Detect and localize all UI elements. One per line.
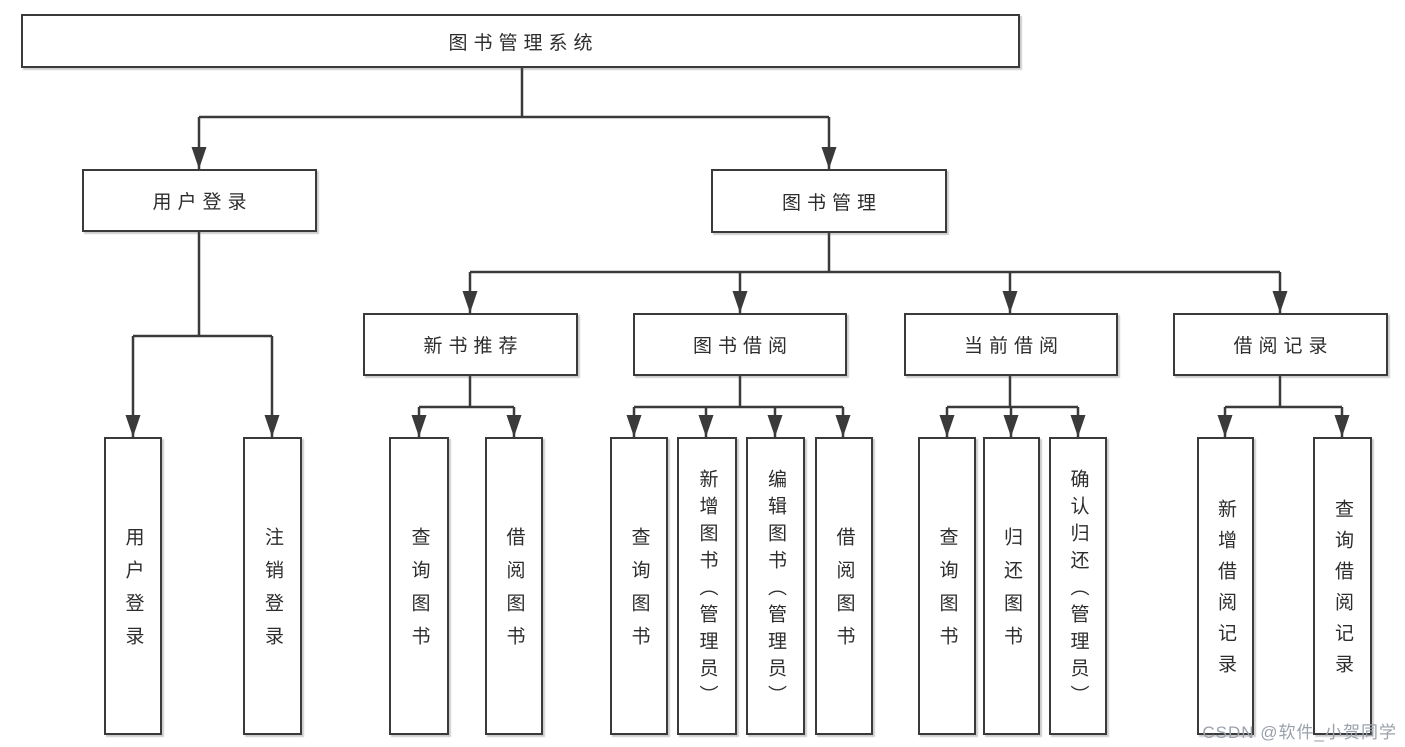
node-root-label: 图书管理系统 (448, 32, 599, 54)
leaf-user-login-label: 用户登录 (122, 527, 144, 659)
leaf-borrow-query-books-label: 查询图书 (628, 527, 650, 659)
node-new-book-recommend: 新书推荐 (363, 313, 578, 376)
node-new-book-recommend-label: 新书推荐 (423, 336, 524, 357)
leaf-borrow-books-label: 借阅图书 (833, 527, 855, 659)
node-borrow-records-label: 借阅记录 (1233, 336, 1334, 357)
leaf-add-books-admin: 新增图书（管理员） (677, 437, 737, 735)
node-book-management-branch-label: 图书管理 (781, 192, 882, 214)
leaf-confirm-return-admin: 确认归还（管理员） (1049, 437, 1107, 735)
leaf-add-books-admin-label: 新增图书（管理员） (696, 468, 718, 712)
leaf-edit-books-admin: 编辑图书（管理员） (746, 437, 805, 735)
node-book-borrow: 图书借阅 (633, 313, 847, 376)
leaf-edit-books-admin-label: 编辑图书（管理员） (765, 468, 786, 712)
node-current-borrow-label: 当前借阅 (963, 336, 1064, 357)
node-current-borrow: 当前借阅 (904, 313, 1118, 376)
leaf-return-books: 归还图书 (983, 437, 1040, 735)
leaf-logout: 注销登录 (243, 437, 302, 735)
leaf-recommend-query-books: 查询图书 (389, 437, 449, 735)
leaf-query-borrow-record-label: 查询借阅记录 (1332, 499, 1353, 685)
leaf-recommend-borrow-books: 借阅图书 (485, 437, 543, 735)
node-root: 图书管理系统 (21, 14, 1020, 68)
leaf-confirm-return-admin-label: 确认归还（管理员） (1067, 468, 1089, 712)
leaf-borrow-query-books: 查询图书 (610, 437, 668, 735)
leaf-recommend-query-books-label: 查询图书 (408, 527, 430, 659)
node-user-login-branch: 用户登录 (82, 169, 317, 232)
watermark: CSDN @软件_小贺同学 (1202, 723, 1397, 742)
leaf-add-borrow-record: 新增借阅记录 (1197, 437, 1254, 735)
leaf-current-query-books: 查询图书 (918, 437, 976, 735)
node-book-borrow-label: 图书借阅 (692, 336, 793, 357)
node-borrow-records: 借阅记录 (1173, 313, 1388, 376)
node-user-login-branch-label: 用户登录 (152, 192, 253, 213)
leaf-return-books-label: 归还图书 (1001, 527, 1022, 659)
leaf-current-query-books-label: 查询图书 (936, 527, 958, 659)
leaf-user-login: 用户登录 (104, 437, 162, 735)
leaf-query-borrow-record: 查询借阅记录 (1313, 437, 1372, 735)
leaf-logout-label: 注销登录 (262, 527, 283, 659)
leaf-recommend-borrow-books-label: 借阅图书 (503, 527, 525, 659)
node-book-management-branch: 图书管理 (711, 169, 947, 233)
leaf-add-borrow-record-label: 新增借阅记录 (1215, 499, 1236, 685)
leaf-borrow-books: 借阅图书 (815, 437, 873, 735)
